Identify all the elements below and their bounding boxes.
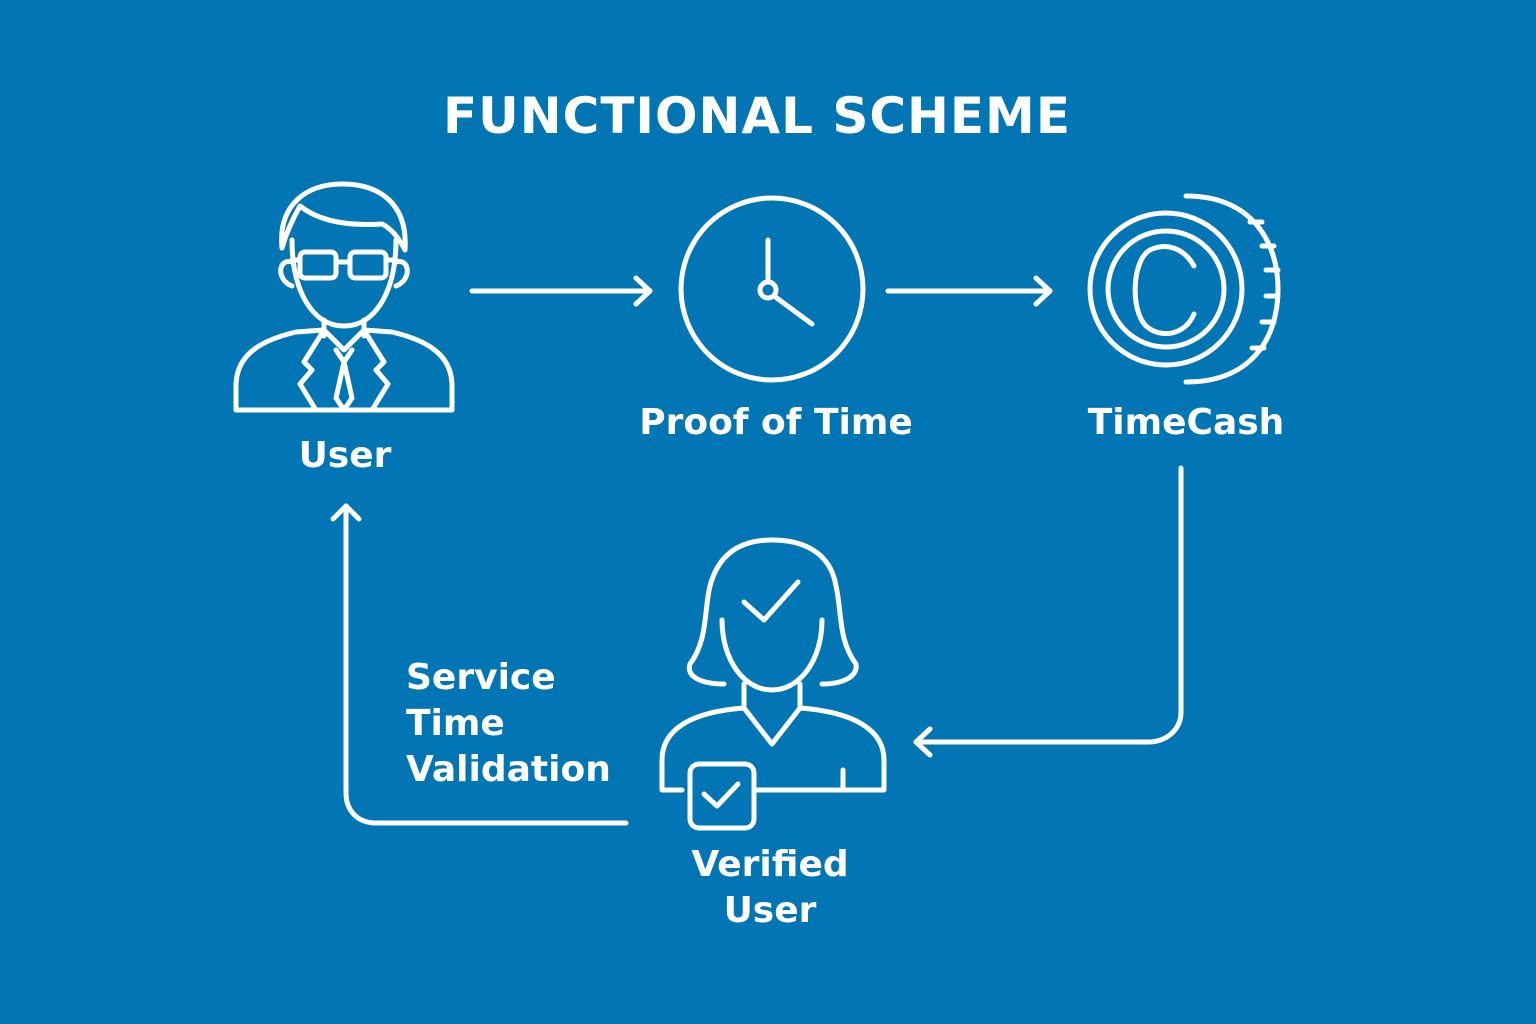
- edge-timecash-to-verified: [916, 468, 1181, 755]
- edge-verified-to-user: [333, 506, 626, 823]
- edge-label-service-time-validation: Service Time Validation: [406, 655, 611, 793]
- businessman-with-glasses-icon: [236, 184, 452, 410]
- node-label-user: User: [298, 435, 392, 476]
- node-label-verified-user-line1: Verified: [691, 844, 849, 885]
- woman-verified-checkbox-icon: [662, 540, 884, 828]
- coin-copyright-icon: [1090, 196, 1278, 382]
- edge-label-line: Validation: [406, 749, 611, 790]
- edge-user-to-proof: [472, 278, 650, 304]
- node-label-verified-user: Verified User: [660, 842, 880, 934]
- diagram-title: FUNCTIONAL SCHEME: [443, 87, 1071, 145]
- edge-label-line: Service: [406, 657, 556, 698]
- edge-label-line: Time: [406, 703, 505, 744]
- node-label-timecash: TimeCash: [1087, 402, 1285, 443]
- node-label-verified-user-line2: User: [723, 890, 817, 931]
- edge-proof-to-timecash: [888, 278, 1050, 304]
- clock-icon: [681, 198, 863, 380]
- node-label-proof-of-time: Proof of Time: [639, 402, 913, 443]
